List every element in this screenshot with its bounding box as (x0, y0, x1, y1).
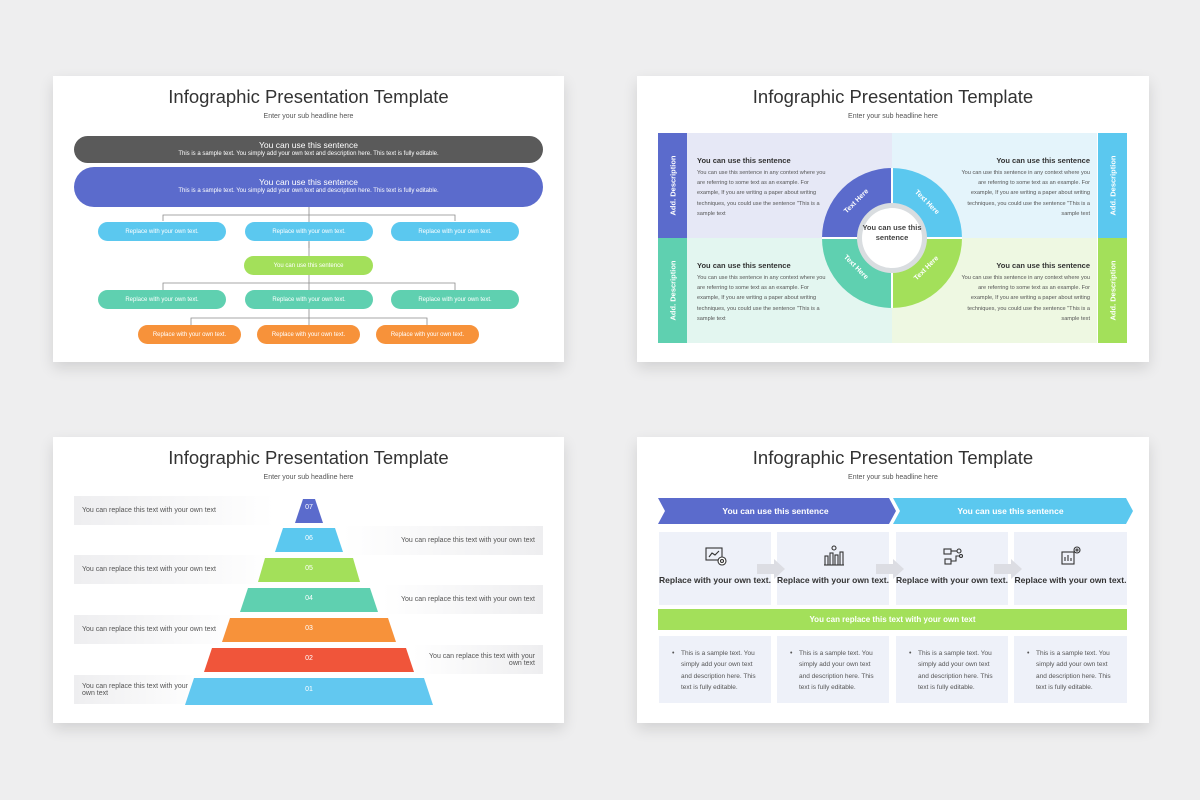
flow-box: Replace with your own text. (391, 290, 519, 309)
bullet-icon: • (790, 650, 793, 657)
level-number: 05 (305, 565, 313, 572)
bar-heading: You can use this sentence (259, 177, 358, 187)
slide-subtitle: Enter your sub headline here (848, 113, 938, 120)
side-tab: Add. Description (1098, 133, 1127, 238)
description-box: • This is a sample text. You simply add y… (659, 636, 771, 703)
level-text: You can replace this text with your own … (383, 585, 543, 614)
flow-box-middle: You can use this sentence (244, 256, 373, 275)
top-bar-blue: You can use this sentence This is a samp… (74, 167, 543, 207)
quadrant-text: You can use this sentence in any context… (697, 170, 826, 217)
description-text: This is a sample text. You simply add yo… (918, 650, 993, 691)
dashboard-icon (705, 547, 727, 566)
flow-box: Replace with your own text. (245, 290, 373, 309)
card-label: Replace with your own text. (1014, 575, 1127, 585)
flow-box: Replace with your own text. (257, 325, 360, 344)
level-text: You can replace this text with your own … (74, 496, 274, 525)
card-label: Replace with your own text. (896, 575, 1008, 585)
description-box: • This is a sample text. You simply add y… (896, 636, 1008, 703)
side-tab: Add. Description (1098, 238, 1127, 343)
card-arrows (757, 559, 1022, 579)
banner-arrows (658, 498, 1133, 524)
slide-title: Infographic Presentation Template (752, 447, 1034, 468)
bar-heading: You can use this sentence (259, 140, 358, 150)
pyramid-level-02 (204, 648, 414, 672)
description-text: This is a sample text. You simply add yo… (681, 650, 756, 691)
card-label: Replace with your own text. (777, 575, 889, 585)
pyramid-level-05 (258, 558, 360, 582)
flow-box: Replace with your own text. (98, 290, 226, 309)
banner-arrow-2 (893, 498, 1133, 524)
green-bar: You can replace this text with your own … (658, 609, 1127, 630)
banner-text: You can use this sentence (957, 506, 1064, 516)
top-bar-dark: You can use this sentence This is a samp… (74, 136, 543, 163)
slide-subtitle: Enter your sub headline here (263, 113, 354, 120)
slide-subtitle: Enter your sub headline here (263, 474, 354, 481)
flow-box: Replace with your own text. (98, 222, 226, 241)
process-card: Replace with your own text. (777, 532, 889, 605)
process-card: Replace with your own text. (659, 532, 771, 605)
level-text: You can replace this text with your own … (413, 645, 543, 674)
arrow-icon (876, 559, 904, 579)
quadrant-text: You can use this sentence in any context… (961, 275, 1090, 322)
flow-box: Replace with your own text. (376, 325, 479, 344)
bullet-icon: • (672, 650, 675, 657)
center-text: You can use this sentence (862, 223, 922, 242)
gear-board-icon (1061, 546, 1081, 565)
pyramid-level-04 (240, 588, 378, 612)
card-label: Replace with your own text. (659, 575, 771, 585)
quadrant-heading: You can use this sentence (996, 156, 1090, 165)
description-box: • This is a sample text. You simply add y… (777, 636, 889, 703)
flow-box: Replace with your own text. (138, 325, 241, 344)
pyramid-level-03 (222, 618, 396, 642)
description-box: • This is a sample text. You simply add y… (1014, 636, 1127, 703)
description-text: This is a sample text. You simply add yo… (1036, 650, 1111, 691)
slide-title: Infographic Presentation Template (752, 86, 1034, 107)
quadrant-heading: You can use this sentence (996, 261, 1090, 270)
level-number: 07 (305, 504, 313, 511)
side-tab: Add. Description (658, 238, 687, 343)
level-text: You can replace this text with your own … (343, 526, 543, 555)
slide-title: Infographic Presentation Template (168, 86, 449, 107)
flow-box: Replace with your own text. (245, 222, 373, 241)
bar-text: This is a sample text. You simply add yo… (178, 151, 439, 157)
quadrant-text: You can use this sentence in any context… (697, 275, 826, 322)
pyramid (185, 499, 433, 705)
slide-pyramid[interactable]: Infographic Presentation Template Enter … (53, 437, 564, 723)
level-number: 03 (305, 625, 313, 632)
bullet-icon: • (1027, 650, 1030, 657)
circle-diagram (822, 168, 962, 308)
level-number: 01 (305, 686, 313, 693)
flow-box: Replace with your own text. (391, 222, 519, 241)
level-number: 04 (305, 595, 313, 602)
process-card: Replace with your own text. (1014, 532, 1127, 605)
slide-title: Infographic Presentation Template (168, 447, 449, 468)
description-text: This is a sample text. You simply add yo… (799, 650, 874, 691)
slide-process[interactable]: Infographic Presentation Template Enter … (637, 437, 1149, 723)
slide-subtitle: Enter your sub headline here (848, 474, 938, 481)
level-text: You can replace this text with your own … (74, 675, 204, 704)
slide-quadrant[interactable]: Infographic Presentation Template Enter … (637, 76, 1149, 362)
process-card: Replace with your own text. (896, 532, 1008, 605)
level-text: You can replace this text with your own … (74, 555, 274, 584)
quadrant-text: You can use this sentence in any context… (961, 170, 1090, 217)
circuit-chart-icon (943, 548, 964, 565)
level-number: 06 (305, 535, 313, 542)
side-tab: Add. Description (658, 133, 687, 238)
quadrant-heading: You can use this sentence (697, 261, 791, 270)
pyramid-level-07 (295, 499, 323, 523)
banner-text: You can use this sentence (722, 506, 829, 516)
arrow-icon (757, 559, 785, 579)
banner-arrow-1 (658, 498, 896, 524)
slide-flowchart[interactable]: Infographic Presentation Template Enter … (53, 76, 564, 362)
pyramid-level-01 (185, 678, 433, 705)
level-number: 02 (305, 655, 313, 662)
bullet-icon: • (909, 650, 912, 657)
level-text: You can replace this text with your own … (74, 615, 234, 644)
arrow-icon (994, 559, 1022, 579)
quadrant-heading: You can use this sentence (697, 156, 791, 165)
flow-connectors (162, 207, 456, 325)
pyramid-level-06 (275, 528, 343, 552)
bar-chart-person-icon (824, 545, 844, 566)
bar-text: This is a sample text. You simply add yo… (178, 188, 439, 194)
